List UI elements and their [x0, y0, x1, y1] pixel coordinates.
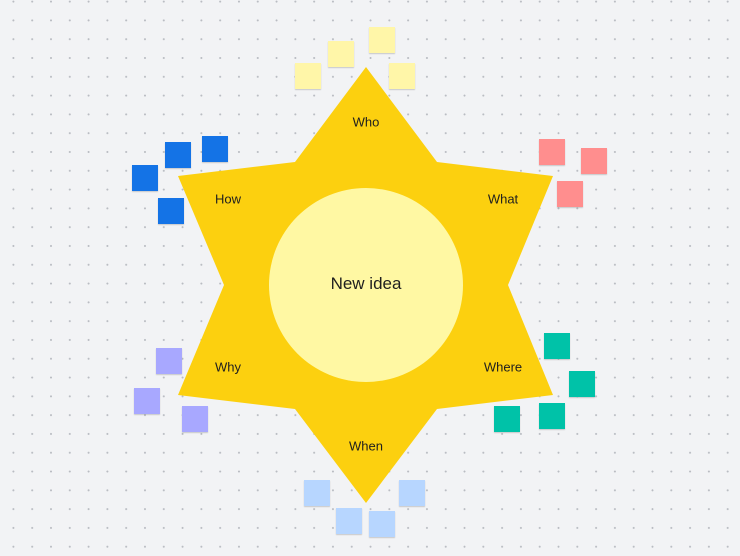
point-label-when: When	[349, 438, 383, 454]
point-label-why: Why	[215, 359, 241, 375]
point-label-how: How	[214, 191, 242, 207]
sticky-note-how[interactable]	[165, 142, 191, 168]
sticky-note-how[interactable]	[132, 165, 158, 191]
sticky-note-when[interactable]	[369, 511, 395, 537]
sticky-note-where[interactable]	[569, 371, 595, 397]
sticky-note-what[interactable]	[581, 148, 607, 174]
point-label-where: Where	[483, 359, 523, 375]
sticky-note-who[interactable]	[369, 27, 395, 53]
sticky-note-who[interactable]	[328, 41, 354, 67]
sticky-note-what[interactable]	[539, 139, 565, 165]
sticky-note-who[interactable]	[389, 63, 415, 89]
sticky-note-why[interactable]	[182, 406, 208, 432]
sticky-note-where[interactable]	[539, 403, 565, 429]
sticky-note-how[interactable]	[202, 136, 228, 162]
sticky-note-how[interactable]	[158, 198, 184, 224]
sticky-note-when[interactable]	[336, 508, 362, 534]
sticky-note-when[interactable]	[304, 480, 330, 506]
point-label-what: What	[487, 191, 519, 207]
sticky-note-where[interactable]	[494, 406, 520, 432]
sticky-note-when[interactable]	[399, 480, 425, 506]
sticky-note-why[interactable]	[156, 348, 182, 374]
center-label: New idea	[330, 274, 402, 293]
point-label-who: Who	[352, 114, 380, 130]
sticky-note-why[interactable]	[134, 388, 160, 414]
center-circle[interactable]	[269, 188, 463, 382]
sticky-note-who[interactable]	[295, 63, 321, 89]
sticky-note-what[interactable]	[557, 181, 583, 207]
sticky-note-where[interactable]	[544, 333, 570, 359]
